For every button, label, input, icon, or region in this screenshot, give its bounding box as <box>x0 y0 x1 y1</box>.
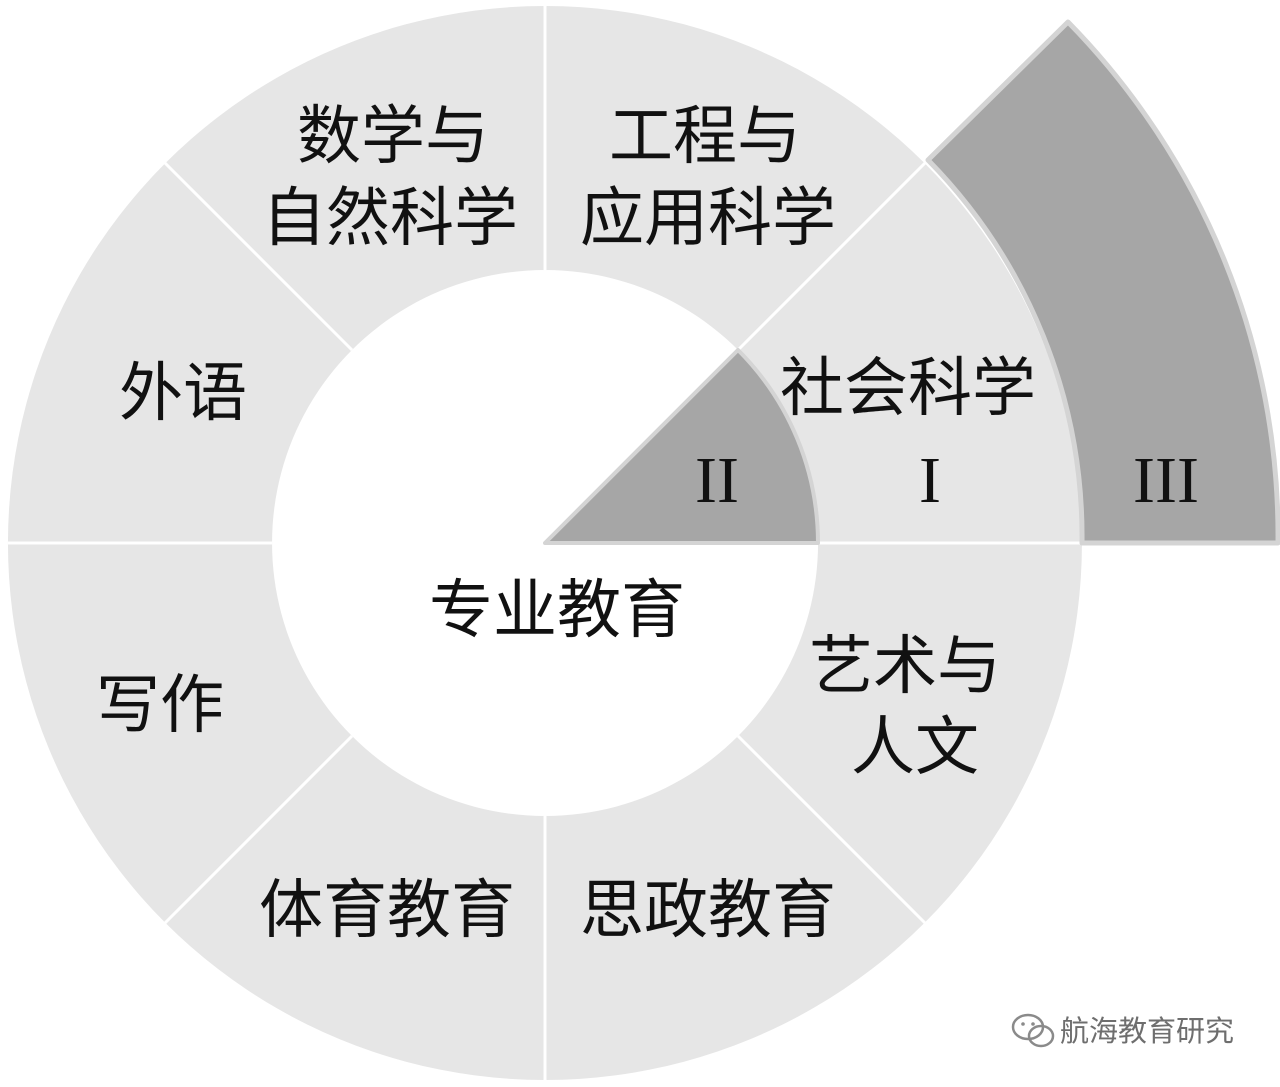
segment-label-writing: 写作 <box>96 669 224 743</box>
sector-iii <box>925 19 1280 546</box>
segment-label-math-line2: 自然科学 <box>262 182 518 256</box>
segment-label-eng-line2: 应用科学 <box>580 182 836 256</box>
segment-label-ideo: 思政教育 <box>580 874 836 948</box>
segment-label-lang: 外语 <box>119 357 247 431</box>
segment-label-math-line1: 数学与 <box>297 100 489 174</box>
marker-iii: III <box>1133 444 1199 517</box>
segment-label-eng-line1: 工程与 <box>609 100 801 174</box>
wechat-icon <box>1011 1013 1055 1048</box>
marker-i: I <box>919 444 941 517</box>
segment-label-arts-line1: 艺术与 <box>809 630 1001 704</box>
segment-dividers <box>8 6 1082 1080</box>
segment-label-arts-line2: 人文 <box>851 711 979 785</box>
center-label: 专业教育 <box>429 574 685 648</box>
marker-ii: II <box>695 444 739 517</box>
watermark-text: 航海教育研究 <box>1060 1014 1234 1048</box>
segment-label-social: 社会科学 <box>780 352 1036 426</box>
sector-ii <box>543 348 820 545</box>
segment-label-pe: 体育教育 <box>259 874 515 948</box>
